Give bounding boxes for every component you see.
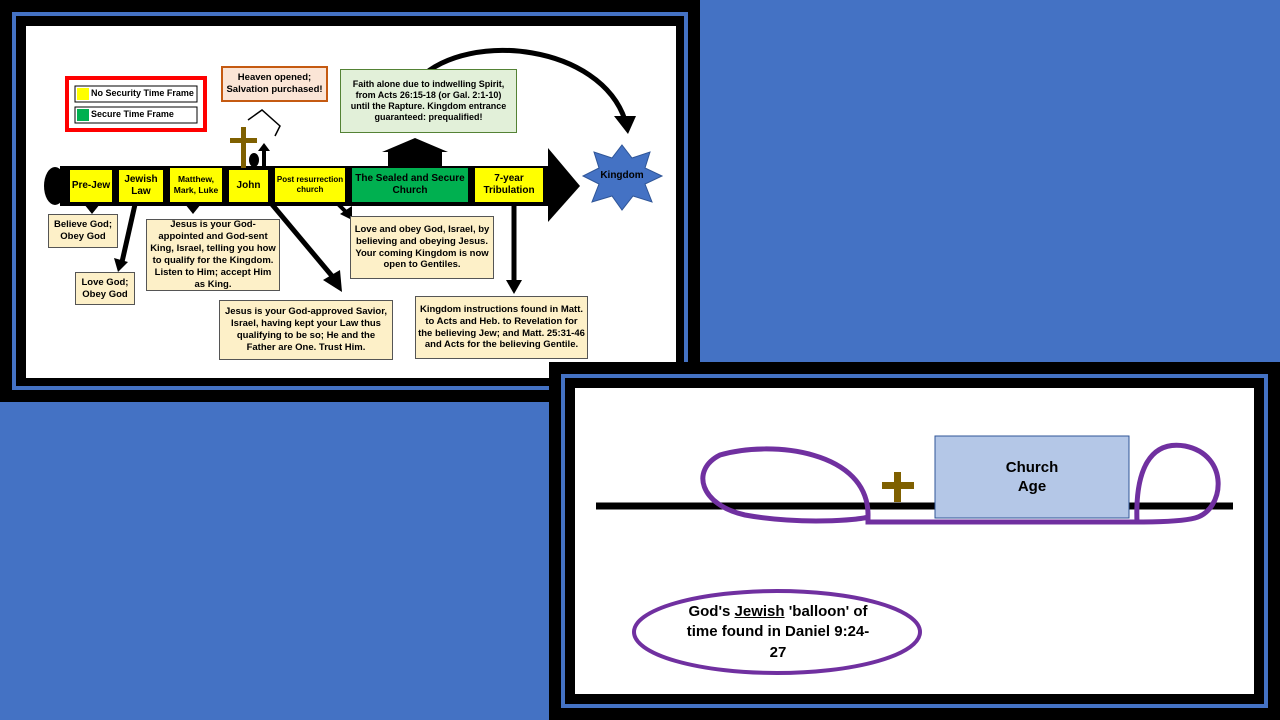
timeline-arrowhead (548, 148, 580, 222)
caption-post: 'balloon' of time found in Daniel 9:24-2… (686, 603, 870, 661)
balloon-caption: God's Jewish 'balloon' of time found in … (680, 602, 876, 662)
timeline-start-cap (44, 167, 66, 205)
segment-post-resurrection: Post resurrection church (273, 166, 347, 204)
up-arrow (382, 138, 448, 152)
legend-yellow-swatch (77, 88, 89, 100)
cross-icon (241, 127, 246, 170)
segment-sealed-church: The Sealed and Secure Church (350, 166, 470, 204)
kingdom-star-icon (581, 144, 664, 211)
segment-tribulation: 7-year Tribulation (473, 166, 545, 204)
note-believe-god: Believe God; Obey God (48, 214, 118, 248)
segment-jewish-law: Jewish Law (117, 168, 165, 204)
caption-pre: God's (688, 603, 735, 620)
legend-green-swatch (77, 109, 89, 121)
note-faith-alone: Faith alone due to indwelling Spirit, fr… (340, 69, 517, 133)
segment-pre-jew: Pre-Jew (68, 168, 114, 204)
balloon-panel (549, 362, 1280, 720)
church-age-label: Church Age (1005, 459, 1059, 495)
legend-secure-label: Secure Time Frame (91, 109, 174, 120)
note-jesus-king: Jesus is your God-appointed and God-sent… (146, 219, 280, 291)
note-love-obey: Love and obey God, Israel, by believing … (350, 216, 494, 279)
caption-jewish: Jewish (734, 603, 785, 620)
curved-arrow (418, 48, 628, 121)
note-heaven-opened: Heaven opened; Salvation purchased! (221, 66, 328, 102)
note-kingdom-instructions: Kingdom instructions found in Matt. to A… (415, 296, 588, 359)
kingdom-label: Kingdom (600, 169, 644, 181)
segment-gospels: Matthew, Mark, Luke (168, 166, 224, 204)
note-jesus-savior: Jesus is your God-approved Savior, Israe… (219, 300, 393, 360)
legend-no-security-label: No Security Time Frame (91, 88, 194, 99)
note-love-god: Love God; Obey God (75, 272, 135, 305)
segment-john: John (227, 168, 270, 204)
